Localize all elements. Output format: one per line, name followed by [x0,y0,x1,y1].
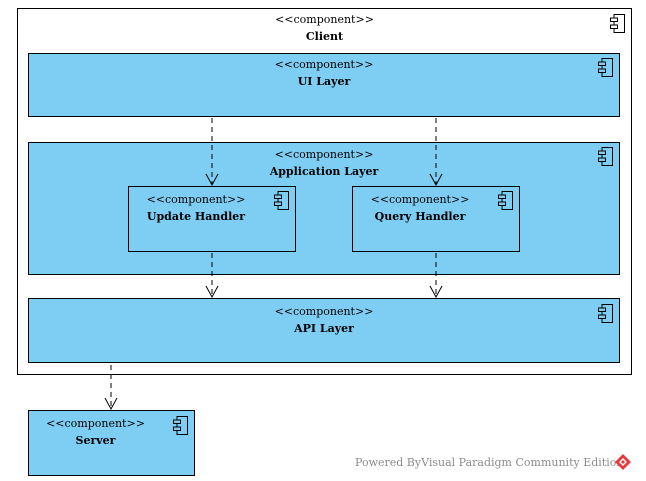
server-component[interactable]: <<component>> Server [28,410,195,476]
dependency-ui-to-query-handler[interactable] [429,118,443,187]
component-icon [598,304,613,323]
component-icon [598,147,613,166]
query-handler-name: Query Handler [374,210,466,223]
application-layer-component[interactable]: <<component>> Application Layer [28,142,620,275]
server-stereotype: <<component>> [46,417,145,430]
query-handler-component[interactable]: <<component>> Query Handler [352,186,520,252]
query-handler-stereotype: <<component>> [370,193,470,206]
dependency-update-handler-to-api[interactable] [205,253,219,299]
powered-by-text: Powered ByVisual Paradigm Community Edit… [355,456,624,469]
client-name: Client [305,30,344,43]
update-handler-name: Update Handler [146,210,246,223]
server-name: Server [75,434,116,447]
update-handler-stereotype: <<component>> [146,193,246,206]
ui-layer-name: UI Layer [297,75,351,88]
api-layer-name: API Layer [294,322,354,335]
component-icon [274,191,289,210]
api-layer-stereotype: <<component>> [274,305,374,318]
dependency-client-to-server[interactable] [104,365,118,411]
client-stereotype: <<component>> [275,13,374,26]
dependency-ui-to-update-handler[interactable] [205,118,219,187]
component-icon [173,416,188,435]
ui-layer-component[interactable]: <<component>> UI Layer [28,53,620,117]
api-layer-component[interactable]: <<component>> API Layer [28,298,620,363]
component-icon [598,58,613,77]
visual-paradigm-logo-icon [615,454,631,470]
component-icon [498,191,513,210]
ui-layer-stereotype: <<component>> [274,58,374,71]
application-layer-stereotype: <<component>> [274,148,374,161]
application-layer-name: Application Layer [269,165,379,178]
component-icon [610,14,625,33]
update-handler-component[interactable]: <<component>> Update Handler [128,186,296,252]
dependency-query-handler-to-api[interactable] [429,253,443,299]
